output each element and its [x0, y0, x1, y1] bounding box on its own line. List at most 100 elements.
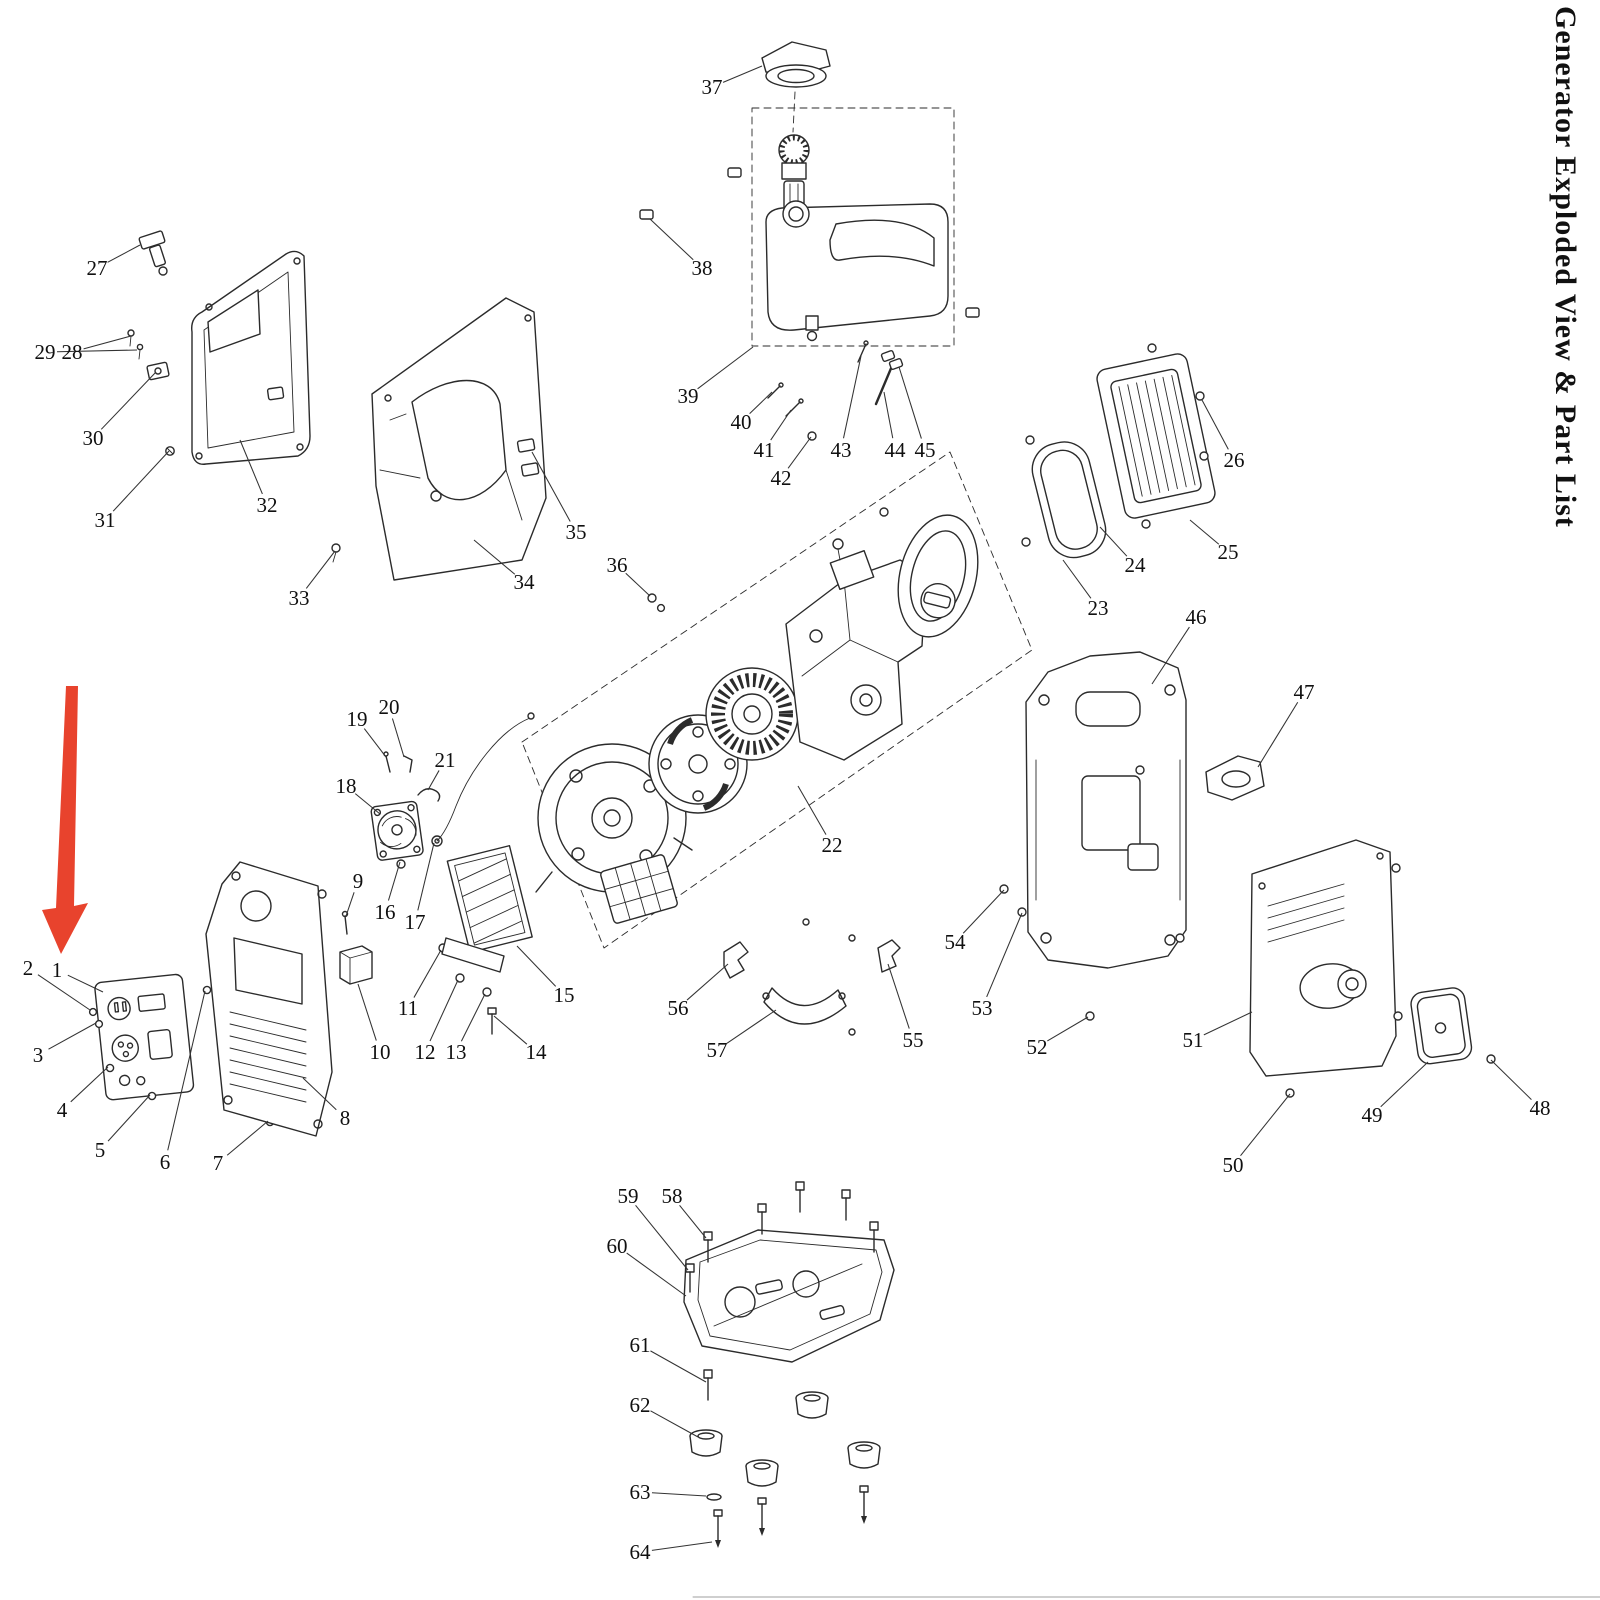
leader-line-21	[427, 770, 440, 791]
leader-line-22	[797, 785, 827, 835]
leader-line-31	[112, 450, 170, 512]
part-number-42: 42	[771, 466, 792, 490]
part-number-36: 36	[607, 553, 628, 577]
leader-line-11	[413, 949, 442, 998]
screw-33	[331, 543, 341, 563]
leader-line-14	[493, 1015, 528, 1045]
part-number-6: 6	[160, 1150, 171, 1174]
part-number-1: 1	[52, 958, 63, 982]
part-number-62: 62	[630, 1393, 651, 1417]
leader-line-50	[1240, 1093, 1291, 1156]
fuel-tank-assembly-box	[751, 107, 955, 347]
leader-line-23	[1062, 559, 1092, 599]
leader-line-38	[649, 218, 694, 261]
screws-36	[647, 593, 666, 613]
leader-line-35	[531, 451, 571, 522]
part-number-64: 64	[630, 1540, 652, 1564]
part-number-16: 16	[375, 900, 396, 924]
part-number-53: 53	[972, 996, 993, 1020]
part-number-20: 20	[379, 695, 400, 719]
part-number-31: 31	[95, 508, 116, 532]
hook-21	[417, 788, 441, 802]
part-number-57: 57	[707, 1038, 728, 1062]
leader-line-27	[107, 244, 141, 263]
part-control-panel-1	[94, 973, 195, 1101]
leader-line-45	[898, 366, 922, 439]
part-number-63: 63	[630, 1480, 651, 1504]
part-number-28: 28	[62, 340, 83, 364]
part-number-14: 14	[526, 1040, 548, 1064]
leader-line-39	[697, 346, 754, 390]
leader-line-52	[1047, 1016, 1089, 1042]
leader-line-55	[887, 963, 910, 1029]
leader-line-40	[749, 391, 773, 415]
part-number-35: 35	[566, 520, 587, 544]
leader-line-59	[635, 1204, 689, 1271]
part-bracket-55	[848, 934, 901, 973]
leader-line-24	[1099, 526, 1128, 557]
part-number-59: 59	[618, 1184, 639, 1208]
screws-28-29	[127, 329, 144, 360]
leader-line-32	[239, 439, 263, 495]
part-number-23: 23	[1088, 596, 1109, 620]
leader-line-34	[473, 539, 516, 575]
part-number-7: 7	[213, 1151, 224, 1175]
leader-line-43	[842, 355, 862, 439]
leader-line-64	[651, 1541, 713, 1551]
part-choke-knob	[138, 230, 168, 276]
part-fuel-tank-39	[765, 134, 949, 342]
part-number-17: 17	[405, 910, 426, 934]
screws-right-cluster	[999, 863, 1496, 1098]
wire-harness	[436, 712, 535, 842]
leader-line-3	[48, 1022, 97, 1050]
screw-31	[165, 446, 175, 456]
part-left-side-panel-32	[191, 250, 311, 465]
part-number-61: 61	[630, 1333, 651, 1357]
leader-line-36	[625, 572, 651, 597]
leader-line-60	[626, 1252, 687, 1297]
rubber-feet-62	[689, 1391, 881, 1487]
part-number-48: 48	[1530, 1096, 1551, 1120]
leader-line-46	[1151, 626, 1190, 685]
part-number-21: 21	[435, 748, 456, 772]
part-number-29: 29	[35, 340, 56, 364]
leader-line-63	[651, 1492, 707, 1497]
part-number-25: 25	[1218, 540, 1239, 564]
part-number-51: 51	[1183, 1028, 1204, 1052]
part-clip-30	[146, 361, 170, 381]
leader-line-47	[1257, 701, 1299, 768]
leader-line-5	[107, 1094, 151, 1142]
leader-line-49	[1380, 1061, 1429, 1108]
part-maintenance-cover-24-25	[1021, 343, 1216, 547]
part-number-60: 60	[607, 1234, 628, 1258]
part-number-2: 2	[23, 956, 34, 980]
leader-line-19	[363, 728, 387, 758]
part-cooling-fan-18	[370, 800, 424, 861]
leader-line-4	[70, 1066, 109, 1103]
part-number-39: 39	[678, 384, 699, 408]
leader-line-20	[391, 718, 405, 758]
leader-line-6	[167, 990, 206, 1151]
leader-line-15	[516, 945, 557, 987]
leader-line-33	[305, 550, 336, 589]
part-number-27: 27	[87, 256, 108, 280]
engine-stator	[705, 667, 799, 761]
leader-line-29	[56, 349, 138, 353]
part-bracket-56	[723, 918, 810, 979]
part-number-55: 55	[903, 1028, 924, 1052]
part-number-34: 34	[514, 570, 536, 594]
leader-line-9	[345, 892, 355, 917]
leader-line-1	[67, 974, 104, 993]
part-box-10	[339, 945, 373, 985]
part-number-38: 38	[692, 256, 713, 280]
part-number-58: 58	[662, 1184, 683, 1208]
red-arrow	[42, 686, 88, 954]
leader-line-17	[417, 842, 435, 911]
part-gasket-23	[1031, 441, 1107, 559]
part-handle-bracket-47	[1205, 755, 1265, 801]
leader-line-42	[787, 436, 812, 469]
part-inner-panel-34	[371, 297, 547, 581]
part-number-26: 26	[1224, 448, 1245, 472]
leader-line-61	[650, 1350, 707, 1383]
